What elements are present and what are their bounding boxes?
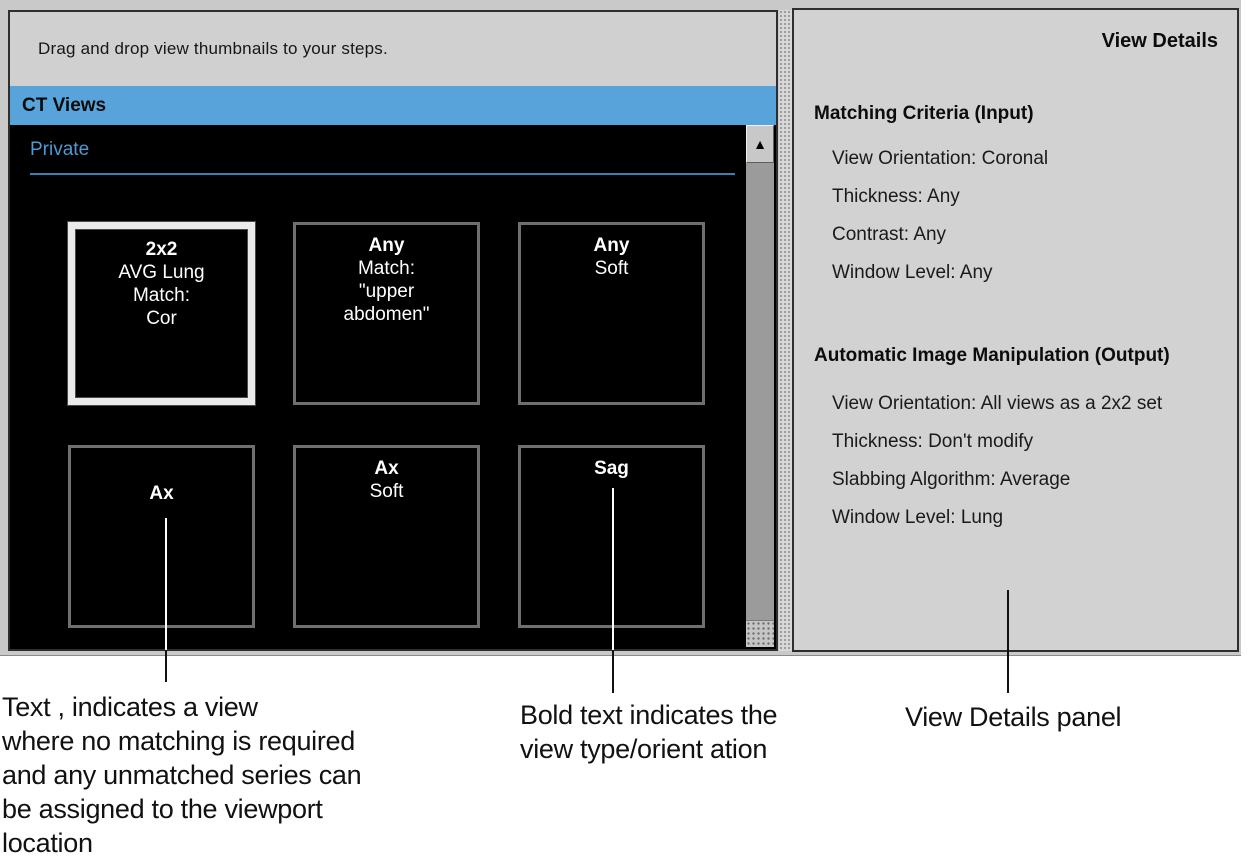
view-thumbnail-ax[interactable]: Ax	[68, 445, 255, 628]
thumbnail-line: AVG Lung	[118, 262, 205, 283]
view-thumbnail-any-soft[interactable]: Any Soft	[518, 222, 705, 405]
matching-criteria-item: Thickness: Any	[832, 186, 960, 207]
thumbnail-title: Any	[593, 235, 630, 256]
thumbnail-title: Sag	[594, 458, 629, 479]
thumbnail-line: Match:	[132, 285, 191, 306]
instruction-text: Drag and drop view thumbnails to your st…	[38, 39, 388, 58]
view-thumbnail-ax-soft[interactable]: Ax Soft	[293, 445, 480, 628]
thumbnail-list-area: Private 2x2 AVG Lung Match: Cor Any Matc…	[10, 125, 776, 649]
ct-views-header[interactable]: CT Views	[10, 86, 776, 125]
matching-criteria-item: View Orientation: Coronal	[832, 148, 1049, 169]
matching-criteria-heading: Matching Criteria (Input)	[814, 103, 1034, 124]
thumbnail-title: Ax	[374, 458, 399, 479]
thumbnail-title: Any	[368, 235, 405, 256]
annotation-no-matching: Text , indicates a view where no matchin…	[2, 692, 362, 858]
scrollbar-thumb[interactable]	[746, 620, 774, 647]
ct-views-panel: Drag and drop view thumbnails to your st…	[8, 10, 778, 651]
thumbnail-line: abdomen"	[343, 304, 430, 325]
image-manipulation-item: Thickness: Don't modify	[832, 431, 1034, 452]
matching-criteria-item: Contrast: Any	[832, 224, 947, 245]
scrollbar-track[interactable]	[746, 163, 774, 621]
thumbnail-title: 2x2	[145, 239, 178, 260]
thumbnail-line: Soft	[369, 481, 404, 502]
callout-line-ax-lower	[165, 650, 167, 682]
thumbnail-line: Soft	[594, 258, 629, 279]
thumbnail-line: Cor	[146, 308, 177, 329]
thumbnail-title: Ax	[149, 483, 174, 504]
instruction-bar: Drag and drop view thumbnails to your st…	[10, 12, 776, 86]
image-manipulation-item: Slabbing Algorithm: Average	[832, 469, 1071, 490]
matching-criteria-item: Window Level: Any	[832, 262, 993, 283]
view-thumbnail-sag[interactable]: Sag	[518, 445, 705, 628]
thumbnail-line: "upper	[358, 281, 415, 302]
thumbnail-line: Match:	[357, 258, 416, 279]
group-divider-rule	[30, 173, 735, 175]
view-thumbnail-2x2-avg-lung[interactable]: 2x2 AVG Lung Match: Cor	[68, 222, 255, 405]
view-details-title: View Details	[1101, 30, 1218, 52]
group-label-private: Private	[30, 139, 90, 160]
ct-views-header-label: CT Views	[22, 94, 107, 116]
annotation-bold-text: Bold text indicates the view type/orient…	[520, 700, 778, 764]
scroll-up-button[interactable]: ▲	[746, 125, 774, 163]
callout-line-sag-upper	[612, 488, 614, 650]
callout-line-sag-lower	[612, 650, 614, 693]
view-thumbnail-any-upper-abdomen[interactable]: Any Match: "upper abdomen"	[293, 222, 480, 405]
callout-line-ax-upper	[165, 518, 167, 650]
callout-line-view-details	[1007, 590, 1009, 693]
panel-splitter[interactable]	[779, 10, 792, 651]
image-manipulation-item: View Orientation: All views as a 2x2 set	[832, 393, 1163, 414]
view-details-panel: View Details Matching Criteria (Input) V…	[792, 8, 1239, 652]
annotation-view-details: View Details panel	[905, 702, 1122, 732]
vertical-scrollbar[interactable]: ▲	[746, 125, 774, 647]
image-manipulation-heading: Automatic Image Manipulation (Output)	[814, 345, 1170, 366]
image-manipulation-item: Window Level: Lung	[832, 507, 1004, 528]
scroll-up-icon: ▲	[753, 136, 767, 152]
